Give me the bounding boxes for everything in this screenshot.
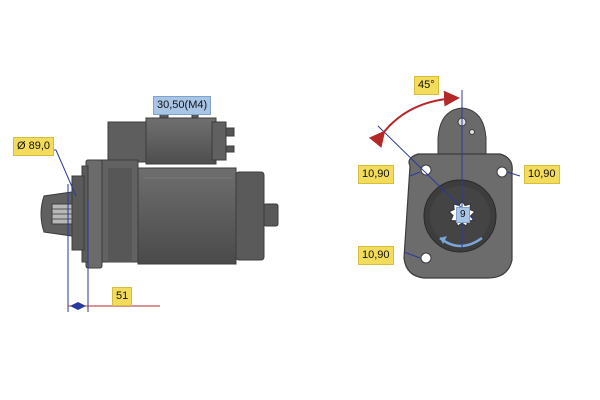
leader-top-right xyxy=(506,171,521,177)
leader-bottom-left xyxy=(403,251,421,259)
solenoid xyxy=(107,109,235,169)
hole-top-right-label: 10,90 xyxy=(524,165,560,184)
hole-bottom-left-label: 10,90 xyxy=(358,246,394,265)
diameter-label: Ø 89,0 xyxy=(13,137,55,156)
motor-body xyxy=(137,167,279,265)
flange-offset-label: 51 xyxy=(112,287,133,306)
teeth-count-label: 9 xyxy=(456,207,470,223)
side-view xyxy=(30,109,279,312)
terminal-label: 30,50(M4) xyxy=(153,96,212,115)
pinion xyxy=(40,175,85,251)
angle-arc xyxy=(368,90,460,148)
leader-top-left xyxy=(409,171,421,177)
mounting-flange xyxy=(81,159,103,269)
angle-label: 45° xyxy=(414,76,439,95)
front-view xyxy=(368,90,521,279)
rotation-arrow-icon xyxy=(439,236,483,248)
hole-top-left-label: 10,90 xyxy=(358,165,394,184)
offset-dimension xyxy=(68,302,160,310)
